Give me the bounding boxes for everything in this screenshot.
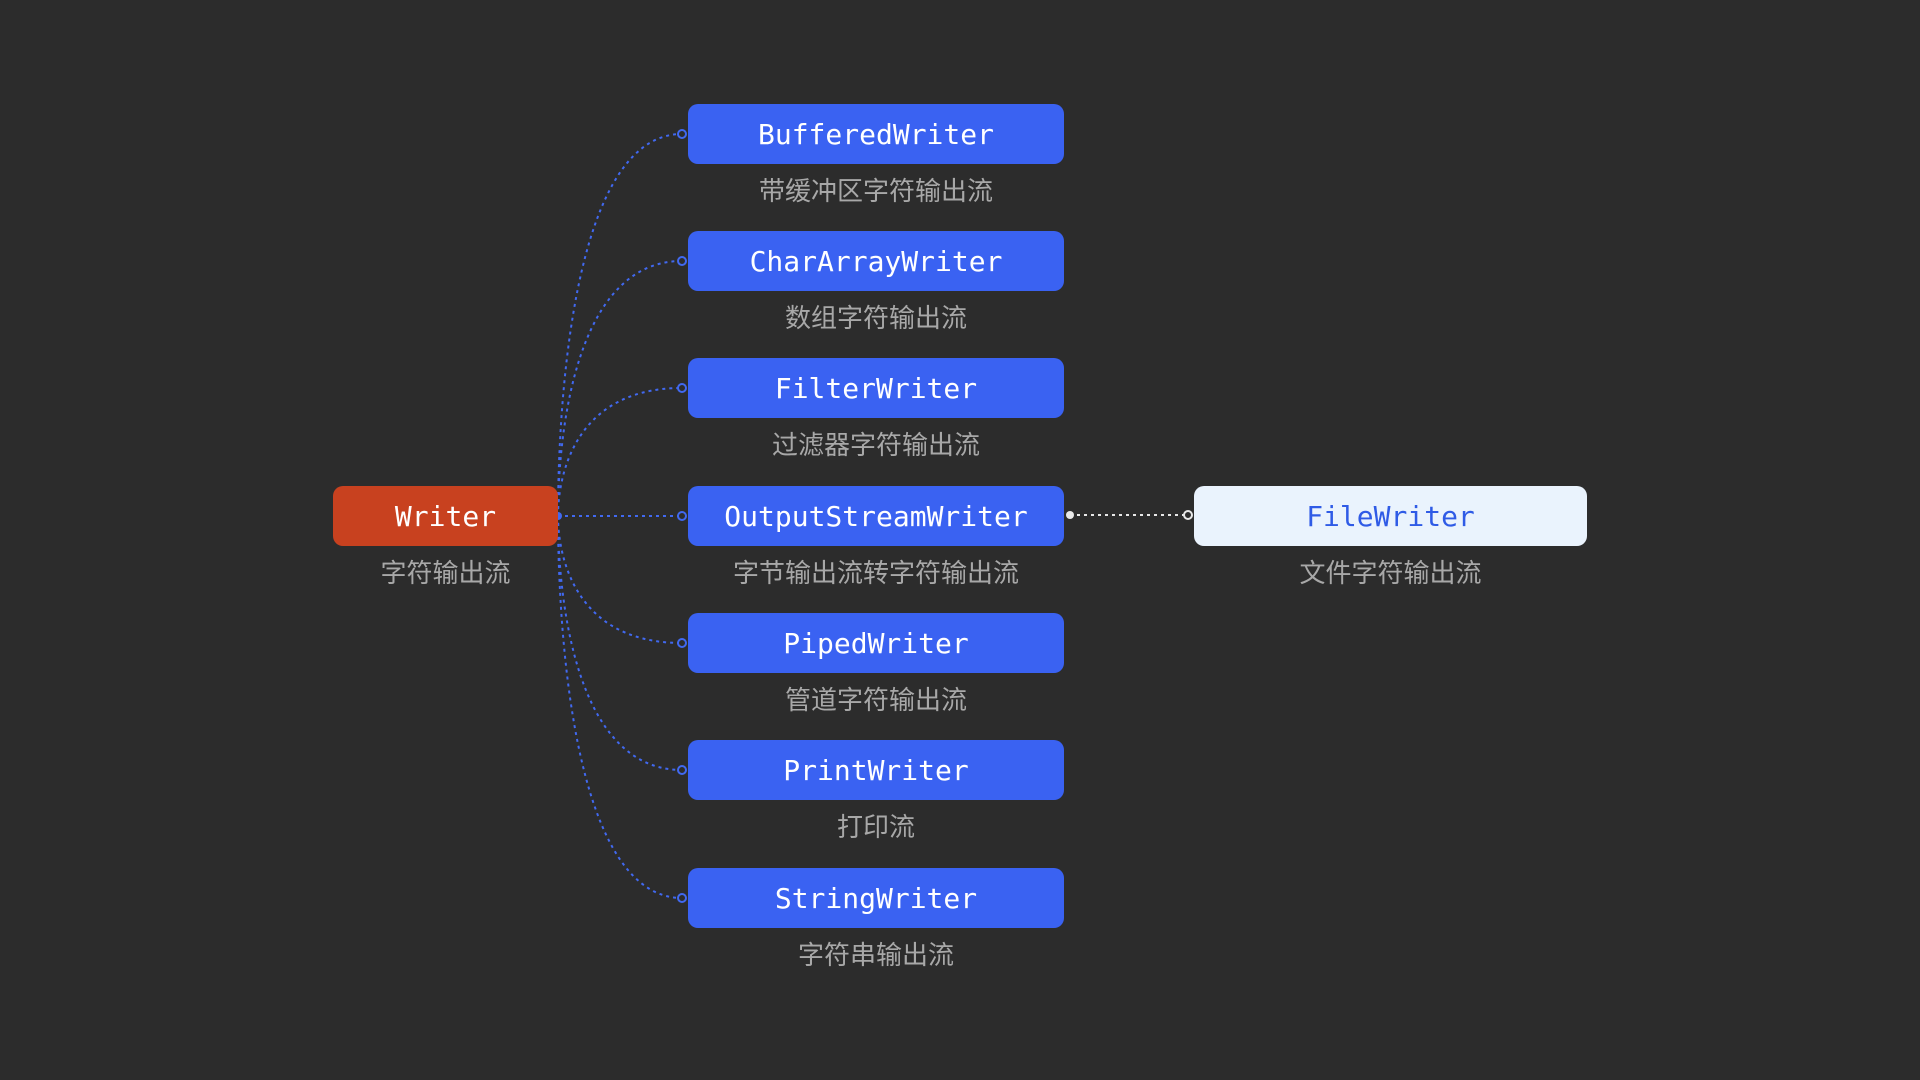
edge-writer-stringwriter <box>557 515 683 899</box>
caption-pipedwriter: 管道字符输出流 <box>784 686 967 716</box>
node-filterwriter: FilterWriter <box>688 358 1064 418</box>
edge-end-filterwriter <box>677 383 687 393</box>
caption-filterwriter: 过滤器字符输出流 <box>771 431 980 461</box>
caption-bufferedwriter: 带缓冲区字符输出流 <box>758 177 993 207</box>
caption-outputstreamwriter: 字节输出流转字符输出流 <box>732 559 1019 589</box>
edge-writer-chararraywriter <box>557 260 683 517</box>
node-outputstreamwriter: OutputStreamWriter <box>688 486 1064 546</box>
caption-chararraywriter: 数组字符输出流 <box>784 304 967 334</box>
edge-end-chararraywriter <box>677 256 687 266</box>
node-filewriter: FileWriter <box>1194 486 1587 546</box>
node-chararraywriter: CharArrayWriter <box>688 231 1064 291</box>
edge-end-bufferedwriter <box>677 129 687 139</box>
node-printwriter: PrintWriter <box>688 740 1064 800</box>
node-pipedwriter: PipedWriter <box>688 613 1064 673</box>
edge-end-outputstreamwriter <box>677 511 687 521</box>
edge-writer-bufferedwriter <box>557 133 683 517</box>
edge-writer-filterwriter <box>557 387 683 517</box>
node-writer: Writer <box>333 486 558 546</box>
edge-end-printwriter <box>677 765 687 775</box>
caption-printwriter: 打印流 <box>836 813 915 843</box>
edge-start-outputstreamwriter <box>1066 511 1074 519</box>
caption-stringwriter: 字符串输出流 <box>797 941 954 971</box>
caption-filewriter: 文件字符输出流 <box>1299 559 1482 589</box>
edge-end-stringwriter <box>677 893 687 903</box>
node-bufferedwriter: BufferedWriter <box>688 104 1064 164</box>
node-stringwriter: StringWriter <box>688 868 1064 928</box>
edge-writer-printwriter <box>557 515 683 771</box>
edge-writer-pipedwriter <box>557 515 683 644</box>
edge-end-pipedwriter <box>677 638 687 648</box>
edge-end-filewriter <box>1183 510 1193 520</box>
caption-writer: 字符输出流 <box>380 559 511 589</box>
